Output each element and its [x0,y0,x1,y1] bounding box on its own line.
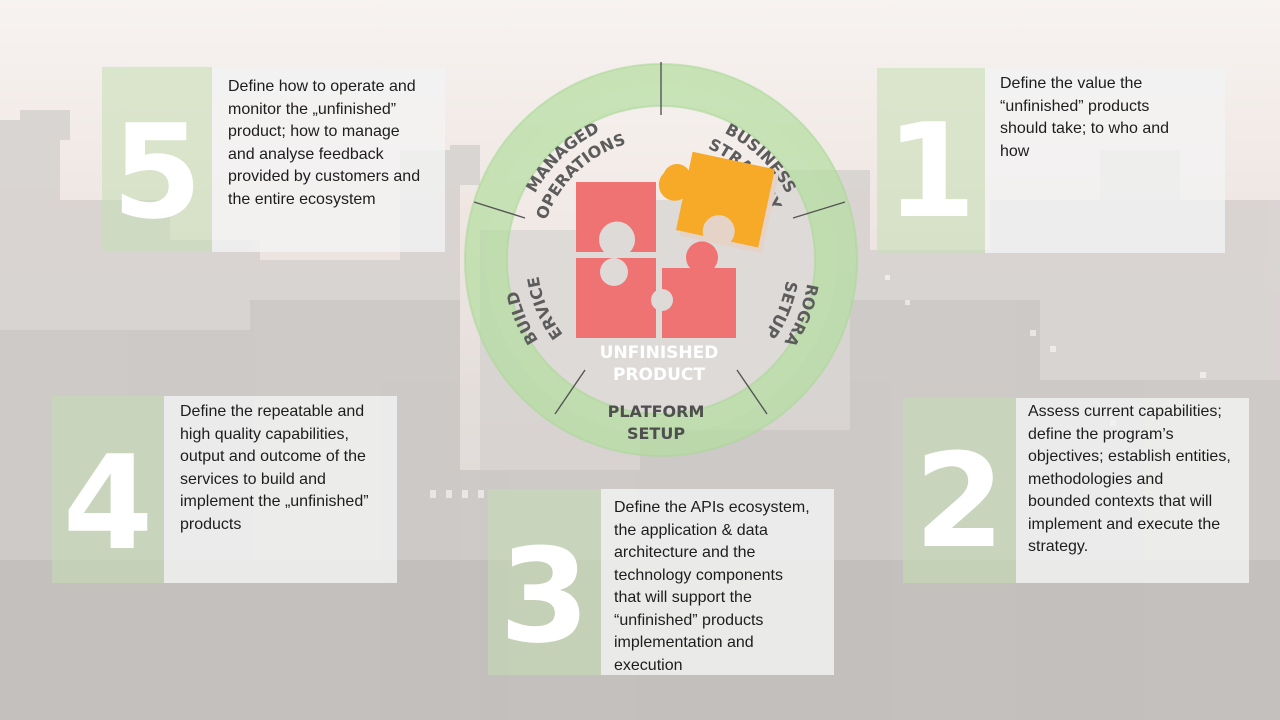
step-number: 1 [885,95,977,247]
step-number: 2 [914,425,1005,577]
center-label-line-1: UNFINISHED [600,343,719,363]
step-description: Define the repeatable and high quality c… [164,396,397,583]
step-number: 4 [62,427,154,579]
step-description: Assess current capabilities; define the … [1016,398,1249,583]
step-description: Define the value the “unfinished” produc… [985,68,1225,253]
center-label-line-2: PRODUCT [613,365,705,385]
step-number-block: 5 [102,67,212,252]
step-description: Define how to operate and monitor the „u… [212,67,445,252]
step-number: 5 [111,96,203,248]
step-number: 3 [499,520,590,672]
step-description: Define the APIs ecosystem, the applicati… [601,489,834,675]
wheel-dividers [473,62,846,415]
segment-label-platform-setup: PLATFORM SETUP [607,402,705,443]
step-number-block: 4 [52,396,164,583]
step-number-block: 1 [877,68,985,253]
puzzle-icon [576,151,779,338]
step-number-block: 2 [903,398,1016,583]
step-number-block: 3 [488,489,601,675]
